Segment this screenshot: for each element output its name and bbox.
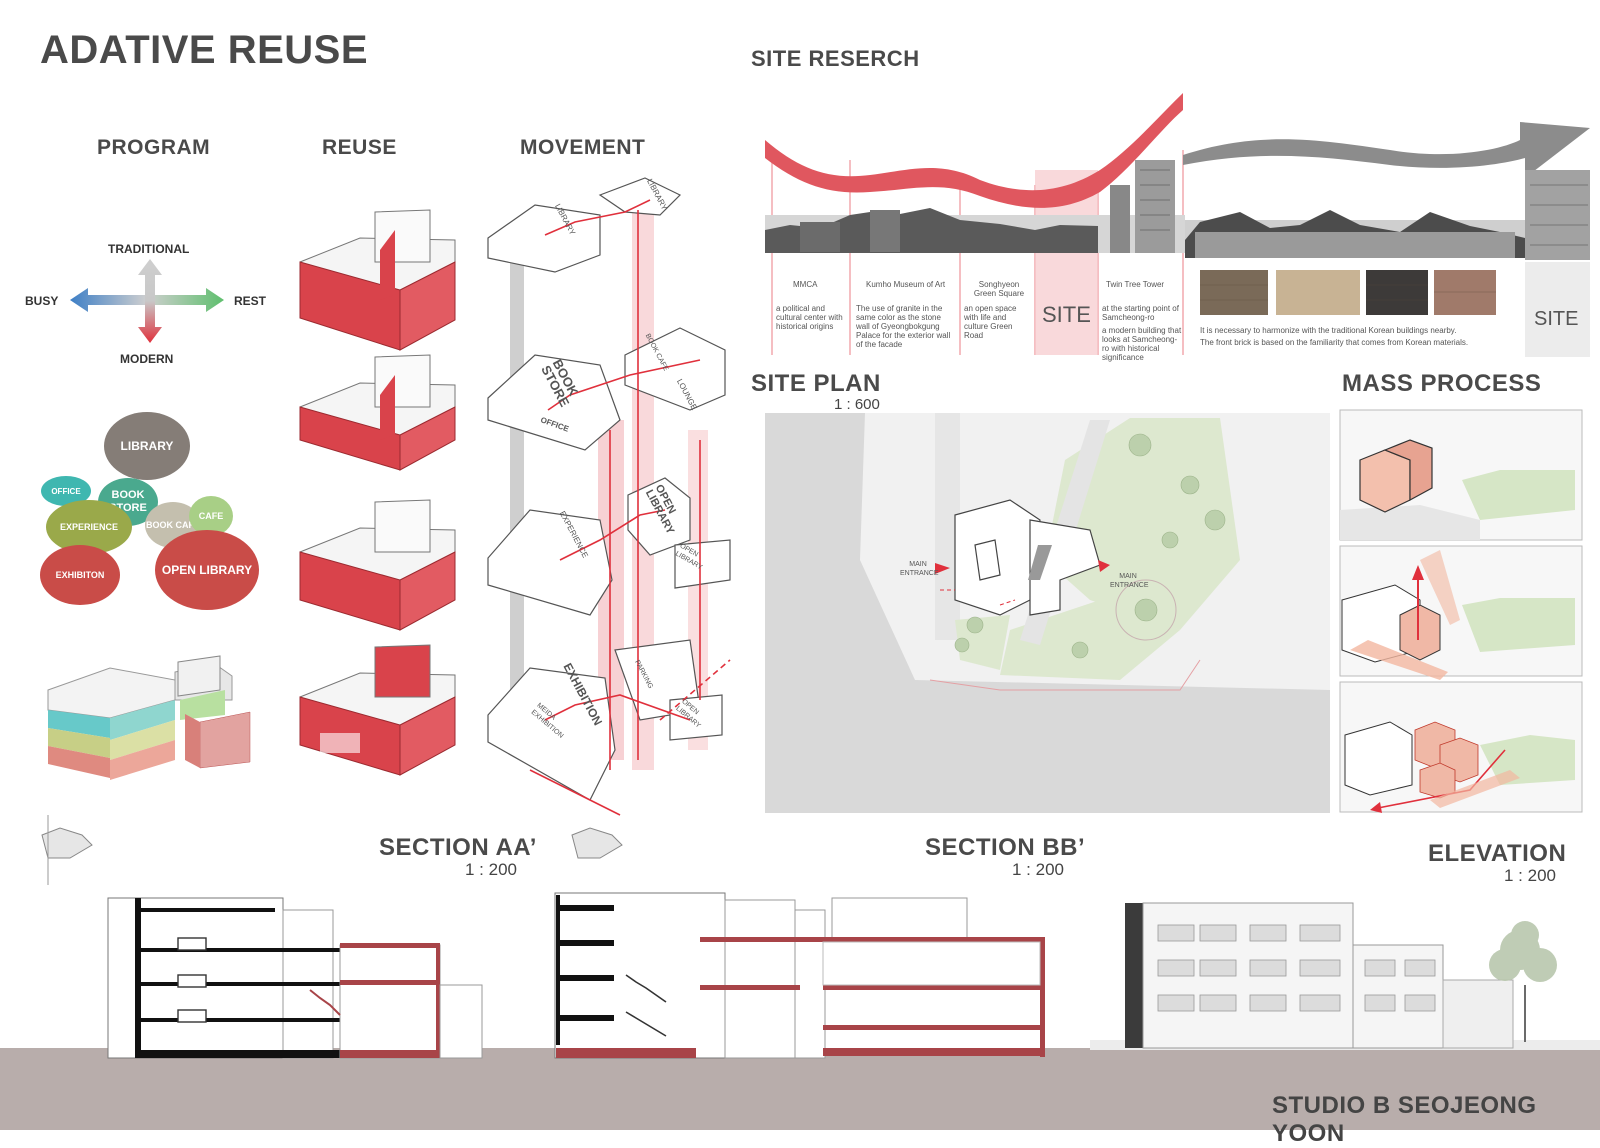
site-plan-entrance-2: MAIN ENTRANCE xyxy=(1110,573,1149,589)
site-item-desc: at the starting point of Samcheong-ro xyxy=(1102,304,1179,322)
section-aa-heading: SECTION AA’ xyxy=(379,834,537,861)
section-bb-scale: 1 : 200 xyxy=(1012,860,1064,879)
site-research-note-2: The front brick is based on the familiar… xyxy=(1200,338,1469,347)
site-item-desc: an open space with life and culture Gree… xyxy=(964,304,1017,340)
section-bb-heading: SECTION BB’ xyxy=(925,834,1086,861)
section-aa-drawing xyxy=(107,897,483,1059)
mass-step-3 xyxy=(1344,721,1575,813)
site-plan-scale: 1 : 600 xyxy=(834,396,880,413)
movement-heading: MOVEMENT xyxy=(520,136,646,159)
section-bb-drawing xyxy=(554,892,1045,1059)
reuse-level-2 xyxy=(299,499,456,631)
mass-step-2 xyxy=(1341,550,1575,680)
axis-bottom-label: MODERN xyxy=(120,352,174,366)
bubble-open-library: OPEN LIBRARY xyxy=(155,530,259,610)
reuse-level-3 xyxy=(299,354,456,471)
elevation-scale: 1 : 200 xyxy=(1504,866,1556,885)
site-item-name: Songhyeon Green Square xyxy=(973,280,1025,298)
mass-step-1 xyxy=(1340,439,1575,540)
bubble-cafe: CAFE xyxy=(189,496,233,536)
page-title: ADATIVE REUSE xyxy=(40,28,369,72)
program-heading: PROGRAM xyxy=(97,136,211,159)
site-item-desc: a political and cultural center with his… xyxy=(776,304,843,331)
site-item-name: MMCA xyxy=(793,280,818,289)
site-label-right: SITE xyxy=(1534,308,1579,330)
reuse-level-1 xyxy=(299,644,456,776)
reuse-level-4 xyxy=(299,209,456,351)
site-research-note-1: It is necessary to harmonize with the tr… xyxy=(1200,326,1457,335)
section-aa-scale: 1 : 200 xyxy=(465,860,517,879)
bubble-library: LIBRARY xyxy=(104,412,190,480)
axis-left-label: BUSY xyxy=(25,294,59,308)
axis-right-label: REST xyxy=(234,294,267,308)
bubble-exhibiton: EXHIBITON xyxy=(40,545,120,605)
site-item-name: Twin Tree Tower xyxy=(1106,280,1165,289)
mass-process-heading: MASS PROCESS xyxy=(1342,370,1542,397)
site-item-desc: a modern building that looks at Samcheon… xyxy=(1102,326,1182,362)
axis-top-label: TRADITIONAL xyxy=(108,242,190,256)
site-plan-heading: SITE PLAN xyxy=(751,370,881,397)
site-label: SITE xyxy=(1042,302,1091,327)
site-research-heading: SITE RESERCH xyxy=(751,46,920,71)
credit: STUDIO B SEOJEONG YOON xyxy=(1272,1092,1537,1147)
elevation-drawing xyxy=(1090,902,1600,1050)
site-item-name: Kumho Museum of Art xyxy=(866,280,946,289)
reuse-heading: REUSE xyxy=(322,136,397,159)
elevation-heading: ELEVATION xyxy=(1428,840,1567,867)
site-plan-entrance-1: MAIN ENTRANCE xyxy=(900,561,939,577)
site-item-desc: The use of granite in the same color as … xyxy=(856,304,951,349)
